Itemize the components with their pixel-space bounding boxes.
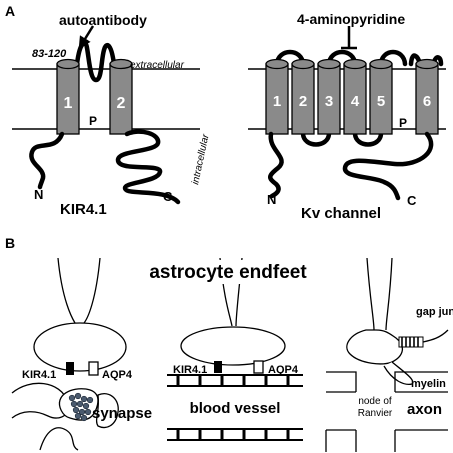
vessel-aqp4-label: AQP4: [268, 364, 299, 376]
node-label-line1: node of: [358, 396, 392, 407]
kv-segment-5: 5: [369, 58, 393, 135]
kv-c-label: C: [407, 193, 417, 208]
autoantibody-label: autoantibody: [59, 12, 147, 28]
kv-segment-1: 1: [265, 58, 289, 135]
axon-process: [366, 257, 393, 331]
kv-segment-4: 4: [343, 58, 367, 135]
myelin-outline: [326, 371, 448, 392]
blood-vessel-label: blood vessel: [190, 400, 281, 417]
kv-pore-label: P: [399, 116, 407, 130]
axon-label: axon: [407, 401, 442, 418]
synapse-label: synapse: [92, 405, 152, 422]
svg-text:4: 4: [351, 93, 360, 110]
axon-endfoot-tail: [383, 361, 414, 386]
kir-pore-loop: [74, 40, 117, 83]
kv-segment-2: 2: [291, 58, 315, 135]
vessel-wall-bottom: [167, 428, 303, 441]
axon-endfoot: [346, 329, 403, 365]
svg-text:1: 1: [64, 95, 73, 112]
vessel-kir41-marker: [214, 361, 222, 373]
svg-text:6: 6: [423, 93, 431, 110]
vessel-aqp4-marker: [253, 360, 264, 374]
panel-a-label: A: [5, 3, 15, 19]
svg-text:3: 3: [325, 93, 333, 110]
vessel-endfoot: [180, 326, 286, 366]
kir41-title: KIR4.1: [60, 201, 107, 218]
kv-n-label: N: [267, 192, 276, 207]
kir-segment-2: 2: [109, 58, 133, 135]
kir41-channel-diagram: 1 2 autoantibody 83-120 extracellular in…: [12, 12, 212, 218]
synapse-kir41-label: KIR4.1: [22, 369, 56, 381]
kir-c-terminus: [115, 129, 181, 205]
title-backing: [146, 260, 310, 284]
vessel-wall-top: [167, 374, 303, 387]
autoantibody-arrow: [78, 25, 95, 50]
kir-pore-label: P: [89, 114, 97, 128]
kv-segment-3: 3: [317, 58, 341, 135]
astrocyte-endfeet-title: astrocyte endfeet: [149, 262, 307, 283]
gap-junction-stripes: [401, 337, 419, 347]
node-label-line2: Ranvier: [358, 408, 393, 419]
kv-n-terminus: [268, 131, 284, 199]
synapse-kir41-marker: [66, 362, 74, 375]
svg-text:5: 5: [377, 93, 385, 110]
intracellular-label: intracellular: [190, 133, 212, 186]
panel-b-label: B: [5, 235, 15, 251]
synapse-aqp4-label: AQP4: [102, 369, 133, 381]
kv-segment-6: 6: [415, 58, 439, 135]
kir-segment-1: 1: [56, 58, 80, 135]
svg-text:2: 2: [117, 95, 126, 112]
kir-c-label: C: [163, 189, 173, 204]
kir-n-terminus: [29, 131, 65, 190]
axon-diagram: gap junctions myelin node of Ranvier axo…: [325, 257, 453, 452]
dendritic-spine: [95, 393, 119, 429]
synapse-aqp4-marker: [88, 361, 99, 376]
kv-title: Kv channel: [301, 205, 381, 222]
myelin-label: myelin: [411, 378, 446, 390]
vessel-kir41-label: KIR4.1: [173, 364, 207, 376]
kv-intracellular-loops: [300, 131, 384, 147]
synaptic-vesicles: [68, 392, 94, 422]
kir-n-label: N: [34, 187, 43, 202]
postsynaptic-outline: [39, 427, 79, 451]
kv-channel-diagram: 1 2 3 4 5 6 4-aminopyrid: [248, 11, 446, 222]
kv-c-terminus: [342, 131, 434, 201]
synapse-endfoot-diagram: KIR4.1 AQP4 synapse: [11, 257, 152, 451]
svg-text:2: 2: [299, 93, 307, 110]
residues-label: 83-120: [32, 48, 67, 60]
extracellular-label: extracellular: [130, 60, 185, 71]
svg-text:1: 1: [273, 93, 281, 110]
vessel-endfoot-diagram: KIR4.1 AQP4 blood vessel: [167, 257, 303, 441]
synapse-process: [57, 257, 101, 324]
gap-label: gap junctions: [416, 306, 453, 318]
synapse-endfoot: [33, 322, 127, 372]
adjacent-process: [422, 329, 449, 343]
aminopyridine-label: 4-aminopyridine: [297, 11, 405, 27]
